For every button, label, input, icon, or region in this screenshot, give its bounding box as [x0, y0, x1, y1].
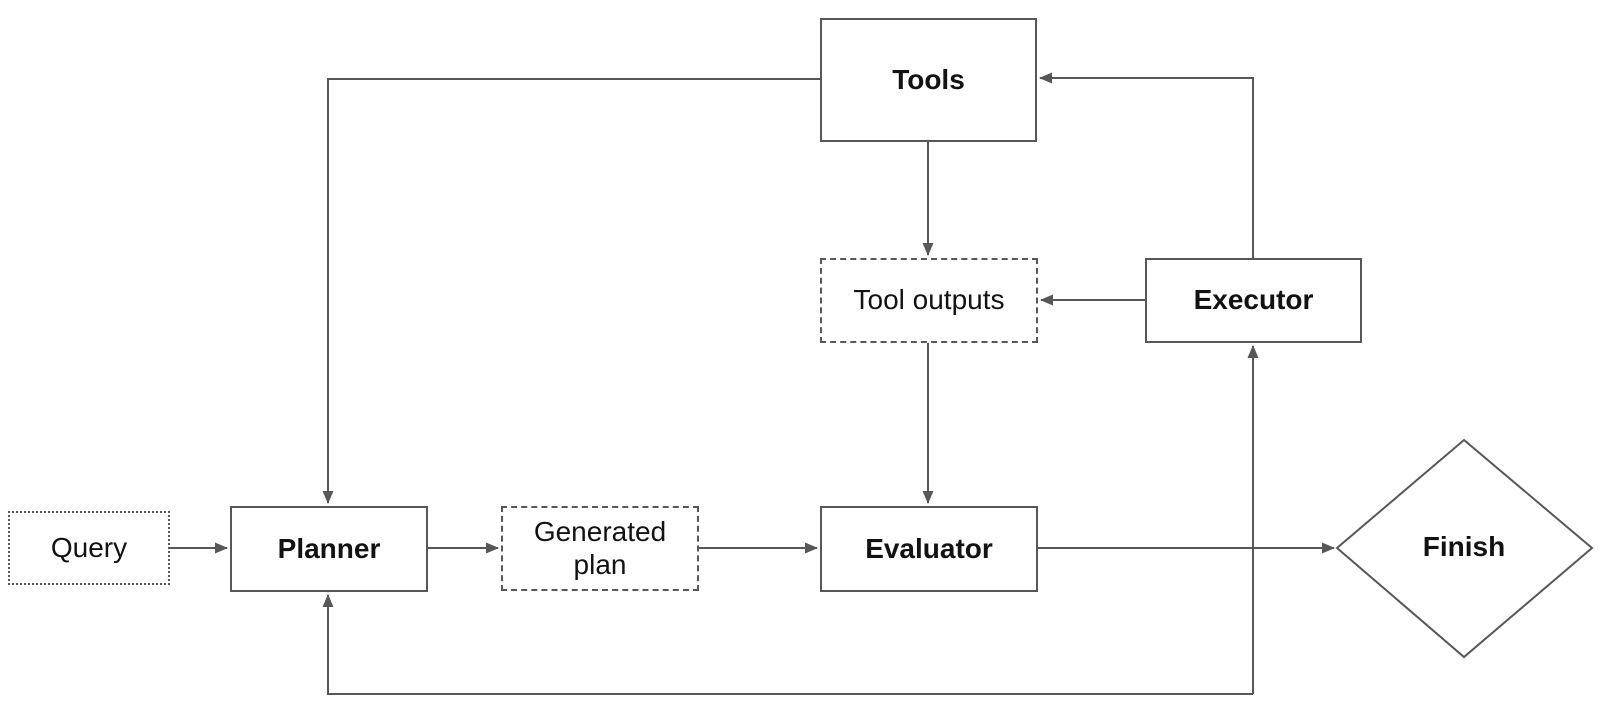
- node-finish-label: Finish: [1422, 531, 1506, 562]
- node-tool-outputs: Tool outputs: [820, 258, 1038, 343]
- node-evaluator: Evaluator: [820, 506, 1038, 592]
- node-executor: Executor: [1145, 258, 1362, 343]
- edge-tools-planner: [322, 78, 820, 504]
- node-generated-plan-label: Generated plan: [533, 516, 667, 580]
- node-tool-outputs-label: Tool outputs: [853, 284, 1005, 316]
- node-planner: Planner: [230, 506, 428, 592]
- node-tools: Tools: [820, 18, 1037, 142]
- node-evaluator-label: Evaluator: [865, 532, 993, 564]
- node-executor-label: Executor: [1193, 284, 1314, 316]
- edge-evaluator-planner-loop: [322, 594, 1253, 695]
- node-generated-plan: Generated plan: [501, 506, 699, 591]
- finish-diamond-shape: [1335, 438, 1594, 659]
- node-query: Query: [8, 511, 170, 585]
- node-query-label: Query: [50, 531, 128, 563]
- node-planner-label: Planner: [277, 532, 381, 564]
- edge-executor-tools: [1039, 72, 1254, 258]
- node-tools-label: Tools: [892, 63, 965, 95]
